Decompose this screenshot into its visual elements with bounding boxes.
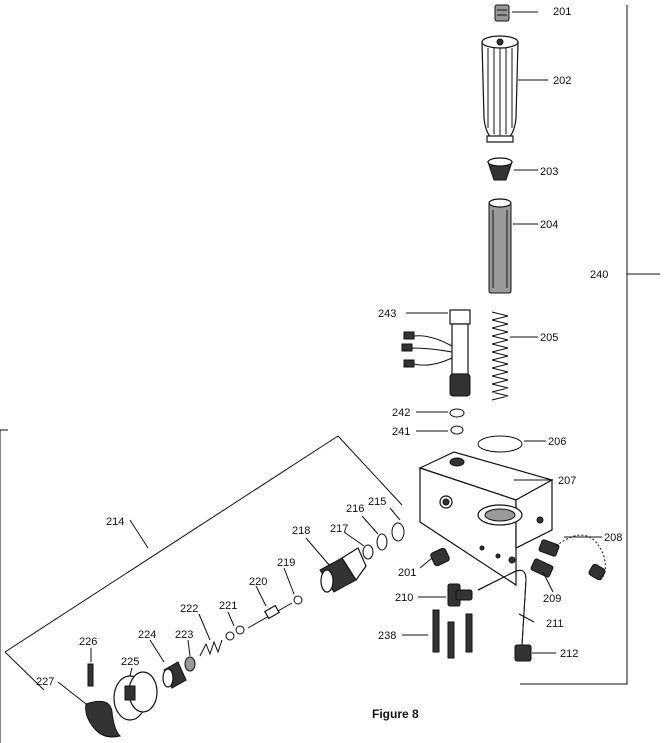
- label-201-lower: 201: [398, 567, 416, 579]
- label-214: 214: [106, 516, 124, 528]
- label-207: 207: [558, 475, 576, 487]
- part-209-fitting: [530, 558, 554, 578]
- part-204-sleeve: [488, 198, 512, 294]
- label-204: 204: [540, 219, 558, 231]
- part-206-o-ring: [477, 435, 523, 453]
- label-215: 215: [368, 496, 386, 508]
- label-201-top: 201: [553, 6, 571, 18]
- part-219-ring: [293, 595, 303, 605]
- part-208-plug-chain: [538, 534, 606, 581]
- part-211-tube: [477, 569, 527, 646]
- label-203: 203: [540, 166, 558, 178]
- part-217-ring: [362, 544, 374, 560]
- part-210-elbow: [447, 583, 473, 607]
- part-220-stem: [247, 602, 293, 629]
- label-209: 209: [543, 593, 561, 605]
- part-205-spring: [491, 311, 509, 401]
- label-242: 242: [392, 407, 410, 419]
- part-224-nut: [162, 661, 187, 689]
- part-238-bolts: [432, 609, 473, 659]
- label-222: 222: [180, 603, 198, 615]
- label-227: 227: [36, 676, 54, 688]
- label-238: 238: [378, 630, 396, 642]
- part-202-knurled-handle: [481, 35, 519, 143]
- assembly-240-bracket: [520, 5, 660, 685]
- part-227-lever-handle: [85, 700, 121, 738]
- label-224: 224: [138, 629, 156, 641]
- label-221: 221: [219, 600, 237, 612]
- label-218: 218: [292, 525, 310, 537]
- part-241-ring: [450, 425, 464, 435]
- part-243-sensor: [401, 309, 471, 397]
- label-211: 211: [546, 618, 564, 630]
- part-218-fitting: [319, 547, 367, 593]
- part-207-valve-body: [418, 451, 554, 587]
- label-212: 212: [560, 648, 578, 660]
- label-217: 217: [330, 523, 348, 535]
- label-202: 202: [553, 75, 571, 87]
- label-243: 243: [378, 308, 396, 320]
- part-201-cap-screw: [494, 4, 510, 22]
- label-219: 219: [277, 557, 295, 569]
- part-225-knob: [113, 671, 158, 721]
- label-206: 206: [548, 436, 566, 448]
- label-223: 223: [175, 629, 193, 641]
- label-205: 205: [540, 332, 558, 344]
- leader-lines: [57, 11, 602, 705]
- label-208: 208: [604, 532, 622, 544]
- part-201-plug: [430, 547, 450, 567]
- label-225: 225: [121, 656, 139, 668]
- label-226: 226: [79, 636, 97, 648]
- label-241: 241: [392, 426, 410, 438]
- figure-caption: Figure 8: [372, 707, 419, 721]
- label-240: 240: [590, 269, 608, 281]
- label-210: 210: [395, 592, 413, 604]
- part-labels: 201 202 203 204 240 243 205 242 241 206 …: [36, 6, 622, 688]
- part-215-ring: [391, 522, 405, 542]
- part-203-cone-nut: [487, 157, 513, 181]
- part-223-washer: [184, 656, 196, 672]
- label-220: 220: [249, 576, 267, 588]
- part-216-ring: [376, 533, 388, 551]
- part-242-ring: [449, 408, 465, 418]
- label-216: 216: [346, 503, 364, 515]
- part-221-rings: [225, 625, 245, 641]
- assembly-214-bracket: [0, 429, 403, 743]
- part-226-pin: [87, 663, 94, 687]
- part-212-nut: [514, 644, 532, 662]
- part-222-spring: [199, 639, 223, 657]
